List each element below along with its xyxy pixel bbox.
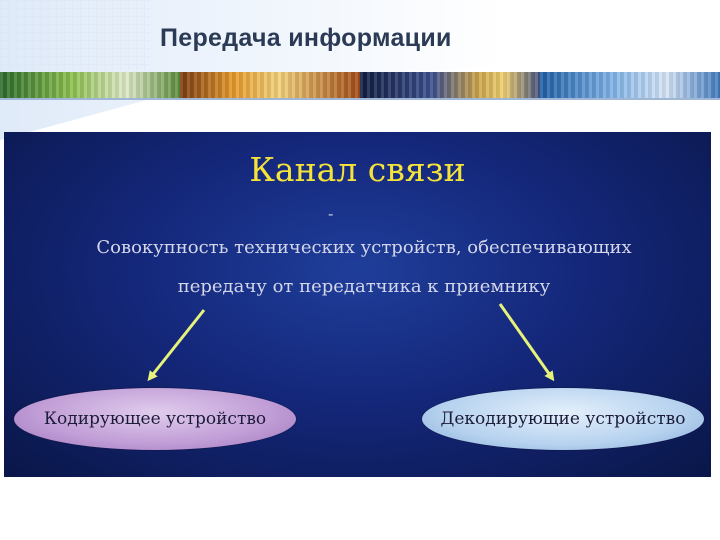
strip-image-3 bbox=[360, 72, 540, 98]
strip-divider bbox=[0, 98, 720, 100]
panel-heading: Канал связи bbox=[249, 150, 466, 189]
arrows bbox=[147, 303, 555, 382]
photo-strip bbox=[0, 72, 720, 98]
decoder-oval: Декодирующие устройство bbox=[422, 388, 704, 450]
strip-image-4 bbox=[540, 72, 720, 98]
decoder-label: Декодирующие устройство bbox=[440, 409, 686, 429]
arrow-left bbox=[147, 309, 206, 382]
description-line-2: передачу от передатчика к приемнику bbox=[177, 276, 551, 297]
strip-image-1 bbox=[0, 72, 180, 98]
encoder-oval: Кодирующее устройство bbox=[14, 388, 296, 450]
description-line-1: Совокупность технических устройств, обес… bbox=[96, 237, 632, 258]
encoder-label: Кодирующее устройство bbox=[43, 409, 267, 429]
arrow-right bbox=[498, 303, 555, 382]
header-swoosh bbox=[0, 0, 720, 140]
dash-mark: - bbox=[328, 204, 334, 223]
slide-title: Передача информации bbox=[160, 24, 452, 52]
content-panel: Канал связи - Совокупность технических у… bbox=[4, 132, 711, 477]
description: Совокупность технических устройств, обес… bbox=[44, 228, 684, 306]
strip-image-2 bbox=[180, 72, 360, 98]
